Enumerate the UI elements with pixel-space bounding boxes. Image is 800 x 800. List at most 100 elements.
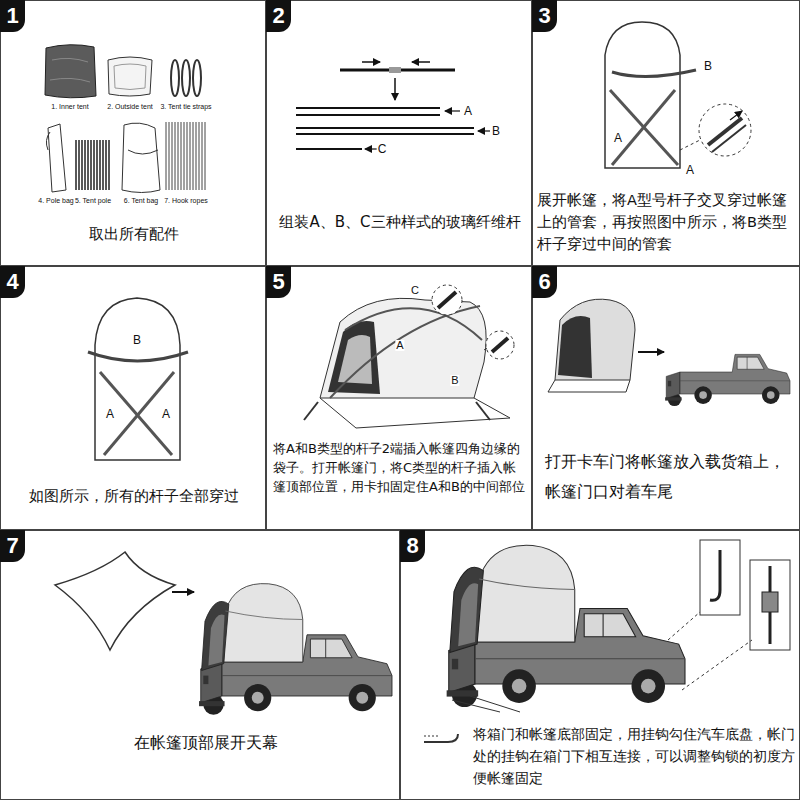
tent-poles-drawing-part: [605, 22, 680, 168]
rain-fly-drawing-part: [202, 584, 303, 671]
step-instruction: 将A和B类型的杆子2端插入帐篷四角边缘的袋子。打开帐篷门，将C类型的杆子插入帐篷…: [273, 439, 527, 496]
tent-assembly-drawing-part: [492, 338, 508, 352]
tent-assembly-drawing-part: [345, 308, 482, 340]
part-name: 4. Pole bag: [37, 197, 74, 204]
pole-assembly-drawing-part: [478, 130, 490, 131]
pole-assembly-drawing-part: [389, 67, 401, 73]
tent-poles-drawing-part: [612, 70, 696, 77]
fastening-drawing-part: [682, 640, 752, 690]
tent-poles-drawing-part: [699, 104, 751, 156]
part-name: 1. Inner tent: [50, 103, 89, 110]
step-panel: 5 将A和B类型的杆子2端插入帐篷四角边缘的袋子。打开帐篷门，将C类型的杆子插入帐…: [266, 266, 532, 530]
step-panel: 3 展开帐篷，将A型号杆子交叉穿过帐篷上的管套，再按照图中所示，将B类型杆子穿过中…: [532, 0, 800, 266]
step-number: 8: [400, 530, 425, 562]
tent-assembly-drawing-part: [320, 398, 510, 428]
pole-assembly-drawing-part: [394, 78, 396, 100]
step-panel: 4 如图所示，所有的杆子全部穿过: [0, 266, 266, 530]
pole-assembly-drawing-part: [296, 114, 440, 116]
accessories-drawing-part: [171, 60, 179, 96]
step-number: 2: [266, 0, 291, 32]
pole-letter: B: [450, 375, 459, 386]
tent-assembly-drawing-part: [476, 402, 490, 420]
rain-fly-drawing-part: [172, 591, 194, 593]
pole-assembly-drawing-part: [362, 61, 380, 63]
step-instruction: 在帐篷顶部展开天幕: [111, 731, 301, 755]
pole-assembly-drawing-part: [401, 69, 455, 72]
step-panel: 1取出所有配件: [0, 0, 266, 266]
tent-poles-drawing: [605, 22, 751, 168]
accessories-drawing-part: [114, 64, 146, 90]
accessories-drawing-part: [45, 45, 96, 98]
accessories-drawing-part: [46, 132, 50, 150]
fastening-drawing-part: [700, 540, 740, 615]
fastening-drawing-part: [762, 592, 778, 612]
step-number: 5: [266, 266, 291, 298]
step-instruction: 将箱门和帐篷底部固定，用挂钩勾住汽车底盘，帐门处的挂钩在箱门下相互连接，可以调整…: [473, 723, 795, 789]
step-number: 3: [532, 0, 557, 32]
tent-assembly-drawing-part: [304, 402, 318, 420]
part-name: 3. Tent tie straps: [159, 103, 212, 110]
truck-placement-drawing: [548, 299, 790, 406]
pole-letter: A: [685, 164, 695, 176]
fastening-drawing-part: [424, 736, 440, 737]
pole-letter: A: [105, 408, 115, 420]
accessories-drawing-part: [182, 60, 190, 96]
part-name: 7. Hook ropes: [163, 197, 209, 204]
fastening-drawing-part: [668, 612, 700, 640]
tent-assembly-drawing-part: [432, 285, 462, 315]
pole-assembly-drawing-part: [296, 107, 440, 109]
accessories-drawing-part: [50, 58, 90, 82]
tent-poles-drawing-part: [712, 125, 746, 152]
step-number: 4: [0, 266, 25, 298]
all-poles-drawing: [88, 298, 188, 460]
pole-assembly-drawing-part: [296, 133, 474, 135]
tent-poles-drawing-part: [680, 140, 700, 150]
truck-placement-drawing-part: [638, 351, 664, 353]
pole-assembly-drawing: [296, 62, 490, 149]
all-poles-drawing-part: [104, 372, 174, 455]
pole-letter: A: [463, 105, 473, 117]
step-instruction: 取出所有配件: [11, 223, 257, 245]
tent-assembly-drawing-part: [486, 331, 514, 359]
step-instruction: 打开卡车门将帐篷放入载货箱上，帐篷门口对着车尾: [545, 447, 795, 507]
tent-poles-drawing-part: [610, 90, 678, 165]
tent-assembly-drawing-part: [338, 335, 372, 384]
rain-fly-drawing-part: [55, 552, 175, 650]
fastening-drawing-part: [750, 560, 790, 650]
accessories-drawing: [45, 45, 205, 193]
tent-assembly-drawing-part: [330, 306, 480, 398]
step-panel: 8 将箱门和帐篷底部固定，用挂钩勾住汽车底盘，帐门处的挂钩在箱门下相互连接，可以调…: [400, 530, 800, 800]
accessories-drawing-part: [166, 122, 205, 190]
fastening-drawing-part: [710, 550, 720, 600]
fastening-drawing-part: [450, 545, 575, 652]
step-instruction: 如图所示，所有的杆子全部穿过: [9, 485, 259, 507]
step-number: 7: [0, 530, 25, 562]
step-instruction: 展开帐篷，将A型号杆子交叉穿过帐篷上的管套，再按照图中所示，将B类型杆子穿过中间…: [537, 189, 795, 255]
tent-assembly-drawing-part: [484, 348, 487, 350]
pole-letter: C: [377, 143, 388, 155]
pole-letter: A: [395, 340, 404, 351]
fastening-drawing-part: [452, 700, 500, 712]
tent-assembly-drawing-part: [320, 298, 486, 398]
step-number: 6: [532, 266, 557, 298]
truck-placement-drawing-part: [555, 299, 635, 380]
all-poles-drawing-part: [95, 298, 180, 460]
pole-assembly-drawing-part: [340, 69, 389, 72]
pole-assembly-drawing-part: [445, 110, 460, 111]
pole-letter: A: [161, 408, 171, 420]
all-poles-drawing-part: [88, 352, 188, 361]
accessories-drawing-part: [122, 123, 160, 192]
pole-letter: C: [410, 285, 420, 296]
pole-assembly-drawing-part: [412, 61, 430, 63]
part-name: 5. Tent pole: [74, 197, 112, 204]
part-name: 2. Outside tent: [106, 103, 154, 110]
pole-assembly-drawing-part: [296, 148, 362, 150]
rain-fly-drawing: [55, 552, 392, 715]
step-panel: 6 打开卡车门将帐篷放入载货箱上，帐篷门口对着车尾: [532, 266, 800, 530]
accessories-drawing-part: [128, 150, 158, 154]
fastening-drawing-part: [424, 734, 458, 742]
truck-placement-drawing-part: [548, 380, 630, 392]
pole-assembly-drawing-part: [365, 148, 377, 149]
fastening-drawing-part: [470, 696, 520, 712]
